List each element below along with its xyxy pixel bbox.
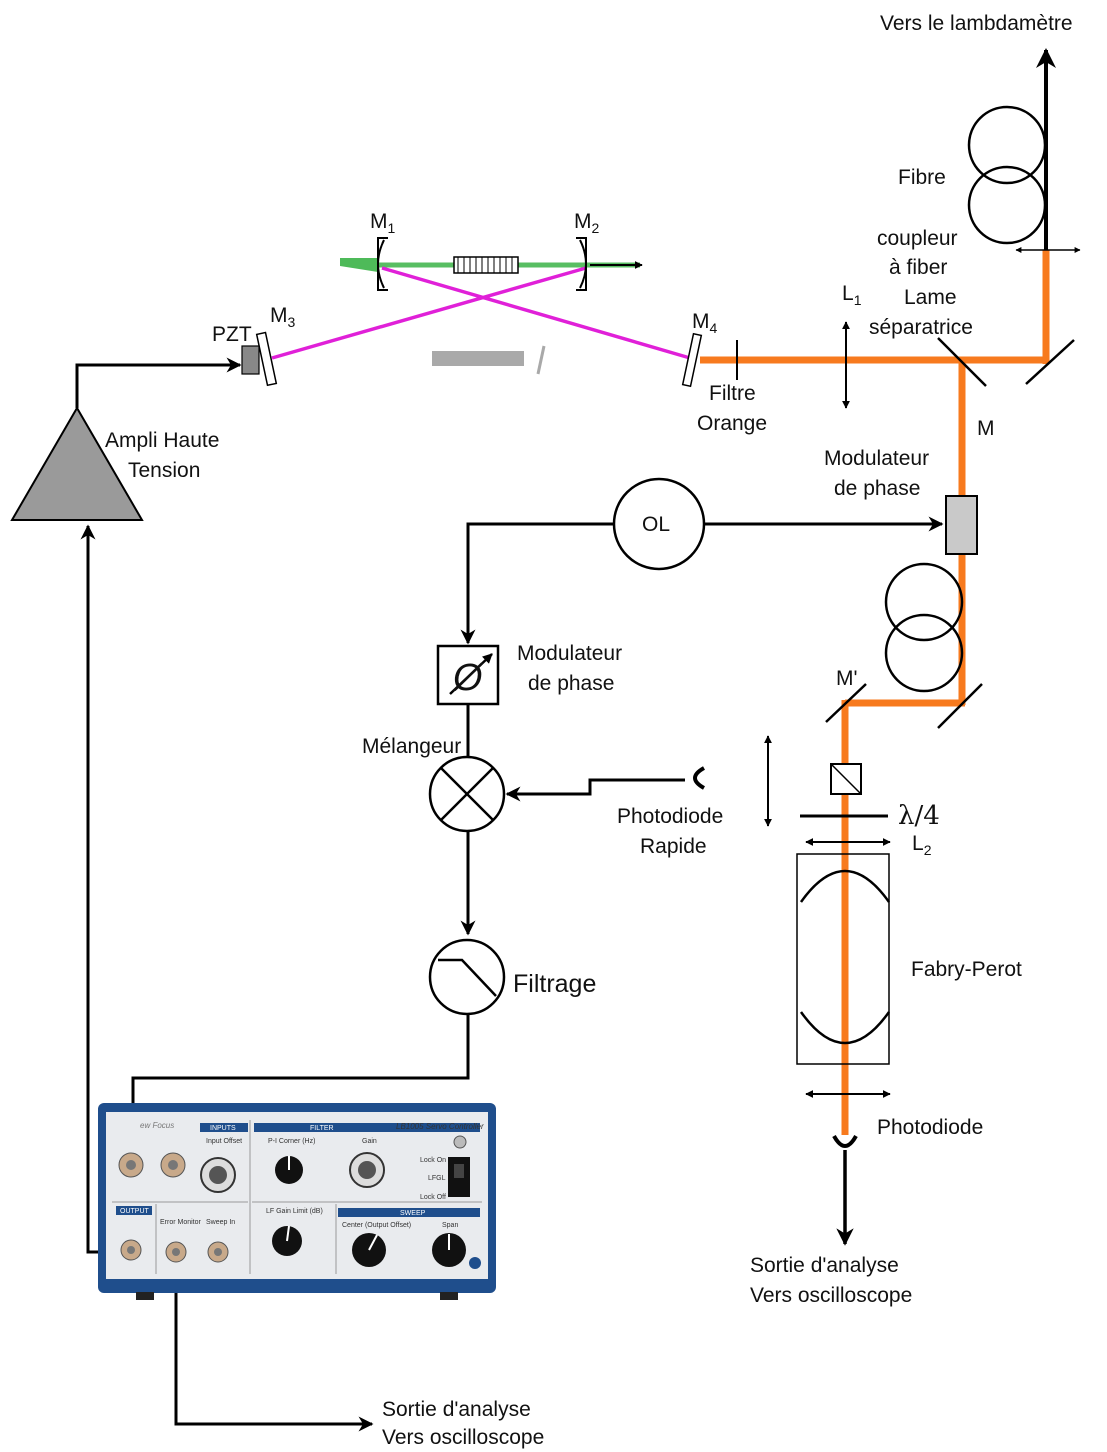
label-pzt: PZT (212, 323, 252, 346)
label-modulateur-mid-line1: Modulateur (517, 642, 622, 665)
label-photodiode-rapide-line1: Photodiode (617, 805, 723, 828)
device-span: Span (442, 1222, 458, 1229)
device-lf-gain-limit: LF Gain Limit (dB) (266, 1208, 323, 1215)
label-sortie-right-line1: Sortie d'analyse (750, 1254, 899, 1277)
label-m1: M1 (370, 210, 396, 236)
ampli-to-pzt-wire (77, 365, 240, 408)
label-coupleur-line2: à fiber (889, 256, 947, 279)
ring-cavity (272, 230, 690, 374)
label-ol: OL (642, 513, 670, 536)
label-ampli-line1: Ampli Haute (105, 429, 219, 452)
device-pi-corner: P-I Corner (Hz) (268, 1138, 315, 1145)
device-lock-off: Lock Off (420, 1194, 446, 1201)
label-lambdametre: Vers le lambdamètre (880, 12, 1073, 35)
device-filter-header: FILTER (310, 1125, 334, 1132)
label-filtre-line2: Orange (697, 412, 767, 435)
phase-modulator-eom (946, 496, 977, 554)
label-ampli-line2: Tension (128, 459, 200, 482)
mixer (430, 757, 504, 831)
label-filtre-line1: Filtre (709, 382, 756, 405)
label-modulateur-top-line2: de phase (834, 477, 920, 500)
label-sortie-bottom-line2: Vers oscilloscope (382, 1426, 544, 1449)
photodiode-to-mixer-wire (507, 780, 685, 794)
device-input-offset: Input Offset (206, 1138, 242, 1145)
device-gain: Gain (362, 1138, 377, 1145)
label-m: M (977, 417, 995, 440)
phase-symbol: Ø (451, 657, 485, 699)
fiber-coil-top (969, 107, 1045, 243)
label-sortie-right-line2: Vers oscilloscope (750, 1284, 912, 1307)
label-filtrage: Filtrage (513, 970, 596, 998)
high-voltage-amplifier (12, 408, 142, 520)
label-l1: L1 (842, 282, 862, 308)
label-fabry-perot: Fabry-Perot (911, 958, 1022, 981)
device-lock-on: Lock On (420, 1157, 446, 1164)
label-m3: M3 (270, 304, 296, 330)
label-l2: L2 (912, 832, 932, 858)
label-coupleur-line1: coupleur (877, 227, 958, 250)
label-lame-line1: Lame (904, 286, 957, 309)
device-brand: ew Focus (140, 1121, 174, 1130)
label-sortie-bottom-line1: Sortie d'analyse (382, 1398, 531, 1421)
fiber-coil-middle (886, 564, 962, 691)
servo-controller (98, 1103, 496, 1300)
label-modulateur-mid-line2: de phase (528, 672, 614, 695)
lowpass-filter (430, 940, 504, 1014)
device-lfgl: LFGL (428, 1175, 446, 1182)
ol-to-phase-shifter-wire (468, 524, 614, 643)
label-m4: M4 (692, 310, 718, 336)
device-inputs-header: INPUTS (210, 1125, 236, 1132)
device-sweep-header: SWEEP (400, 1210, 426, 1217)
label-lame-line2: séparatrice (869, 316, 973, 339)
device-center: Center (Output Offset) (342, 1222, 411, 1229)
label-melangeur: Mélangeur (362, 735, 461, 758)
label-m2: M2 (574, 210, 600, 236)
label-fibre: Fibre (898, 166, 946, 189)
label-modulateur-top-line1: Modulateur (824, 447, 929, 470)
label-lambda4: λ/4 (898, 801, 940, 831)
label-photodiode-rapide-line2: Rapide (640, 835, 707, 858)
photodiode-icon (834, 1136, 856, 1146)
label-m-prime: M' (836, 667, 858, 690)
pzt-block (242, 346, 259, 374)
label-photodiode: Photodiode (877, 1116, 983, 1139)
device-sweep-in: Sweep In (206, 1219, 235, 1226)
device-output-header: OUTPUT (120, 1208, 150, 1215)
device-error-monitor: Error Monitor (160, 1219, 202, 1226)
device-model: LB1005 Servo Controller (396, 1122, 484, 1131)
